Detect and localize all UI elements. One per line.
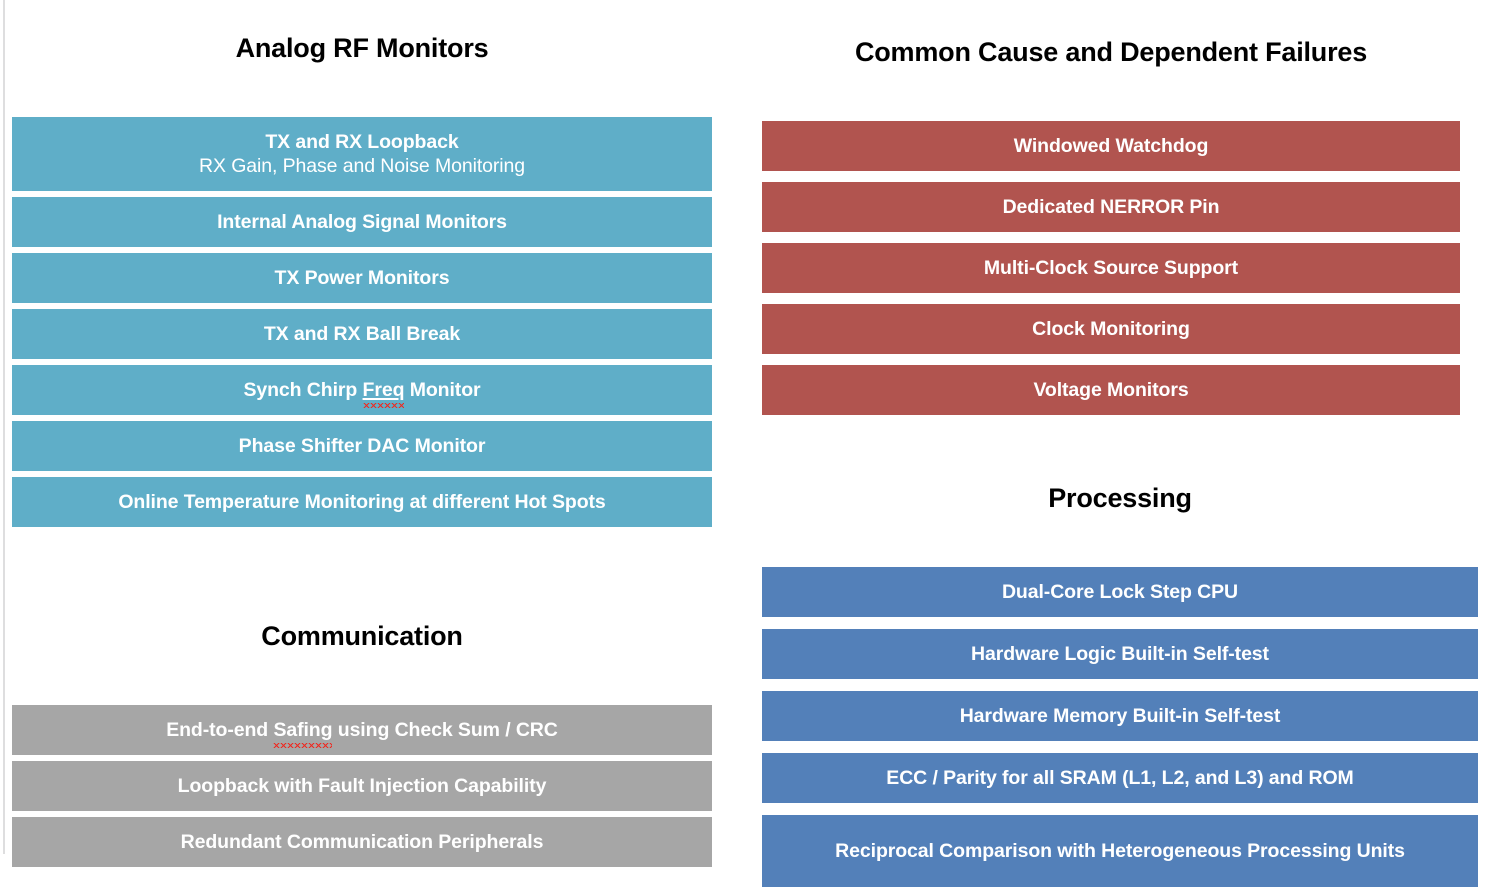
bar-item-label: TX Power Monitors — [274, 267, 450, 290]
group-title-processing: Processing — [1048, 483, 1192, 514]
bar-item[interactable]: ECC / Parity for all SRAM (L1, L2, and L… — [762, 753, 1478, 804]
bar-item-label: Dual-Core Lock Step CPU — [1001, 581, 1239, 604]
bar-item-label: Redundant Communication Peripherals — [180, 831, 544, 854]
bar-item[interactable]: Internal Analog Signal Monitors — [12, 197, 712, 248]
group-title-analog-rf-monitors: Analog RF Monitors — [235, 33, 489, 64]
group-title-common-cause-and-dependent-failures: Common Cause and Dependent Failures — [854, 37, 1368, 68]
group-title-communication: Communication — [261, 621, 463, 652]
bar-item-label: End-to-end Safing using Check Sum / CRC — [166, 719, 558, 742]
bar-item-label: Windowed Watchdog — [1013, 135, 1209, 158]
bar-item-label: Voltage Monitors — [1033, 379, 1189, 402]
bar-item[interactable]: Loopback with Fault Injection Capability — [12, 761, 712, 812]
group-common-cause-and-dependent-failures: Common Cause and Dependent Failures Wind… — [762, 14, 1460, 416]
bar-item[interactable]: Windowed Watchdog — [762, 121, 1460, 172]
slide-left-edge-rule — [3, 0, 5, 854]
bar-item[interactable]: Online Temperature Monitoring at differe… — [12, 477, 712, 528]
bar-item[interactable]: Dedicated NERROR Pin — [762, 182, 1460, 233]
bar-item-label: Phase Shifter DAC Monitor — [238, 435, 486, 458]
group-processing: Processing Dual-Core Lock Step CPU Hardwa… — [762, 460, 1478, 887]
bar-item[interactable]: Hardware Memory Built-in Self-test — [762, 691, 1478, 742]
spellcheck-misspelled-word: Safing — [273, 719, 333, 742]
bar-item-label: Online Temperature Monitoring at differe… — [118, 491, 606, 514]
bar-item[interactable]: Multi-Clock Source Support — [762, 243, 1460, 294]
bar-item[interactable]: TX and RX Ball Break — [12, 309, 712, 360]
bar-item[interactable]: End-to-end Safing using Check Sum / CRC — [12, 705, 712, 756]
bar-item[interactable]: Redundant Communication Peripherals — [12, 817, 712, 868]
bar-item-label: Hardware Memory Built-in Self-test — [959, 705, 1281, 728]
bar-item-label: Dedicated NERROR Pin — [1002, 196, 1220, 219]
bar-item-label: Hardware Logic Built-in Self-test — [971, 643, 1269, 666]
bar-item[interactable]: Voltage Monitors — [762, 365, 1460, 416]
bar-item[interactable]: Reciprocal Comparison with Heterogeneous… — [762, 815, 1478, 887]
bar-item-label: Multi-Clock Source Support — [983, 257, 1239, 280]
bar-item[interactable]: Synch Chirp Freq Monitor — [12, 365, 712, 416]
bar-item[interactable]: Clock Monitoring — [762, 304, 1460, 355]
bar-list-communication: End-to-end Safing using Check Sum / CRC L… — [12, 705, 712, 868]
bar-item[interactable]: Hardware Logic Built-in Self-test — [762, 629, 1478, 680]
bar-item-label: TX and RX Loopback — [265, 130, 459, 153]
bar-item[interactable]: TX Power Monitors — [12, 253, 712, 304]
bar-item-sublabel: RX Gain, Phase and Noise Monitoring — [198, 154, 525, 177]
bar-item[interactable]: Dual-Core Lock Step CPU — [762, 567, 1478, 618]
bar-item-label: ECC / Parity for all SRAM (L1, L2, and L… — [886, 767, 1354, 790]
bar-item-label: Reciprocal Comparison with Heterogeneous… — [835, 840, 1405, 863]
bar-item-label: TX and RX Ball Break — [263, 323, 461, 346]
spellcheck-misspelled-word: Freq — [362, 379, 405, 402]
group-communication: Communication End-to-end Safing using Ch… — [12, 598, 712, 868]
bar-item[interactable]: Phase Shifter DAC Monitor — [12, 421, 712, 472]
bar-item-label: Clock Monitoring — [1032, 318, 1190, 341]
bar-item-label: Internal Analog Signal Monitors — [217, 211, 507, 234]
bar-item-label: Loopback with Fault Injection Capability — [177, 775, 547, 798]
bar-item-label: Synch Chirp Freq Monitor — [243, 379, 481, 402]
bar-list-processing: Dual-Core Lock Step CPU Hardware Logic Bu… — [762, 567, 1478, 887]
